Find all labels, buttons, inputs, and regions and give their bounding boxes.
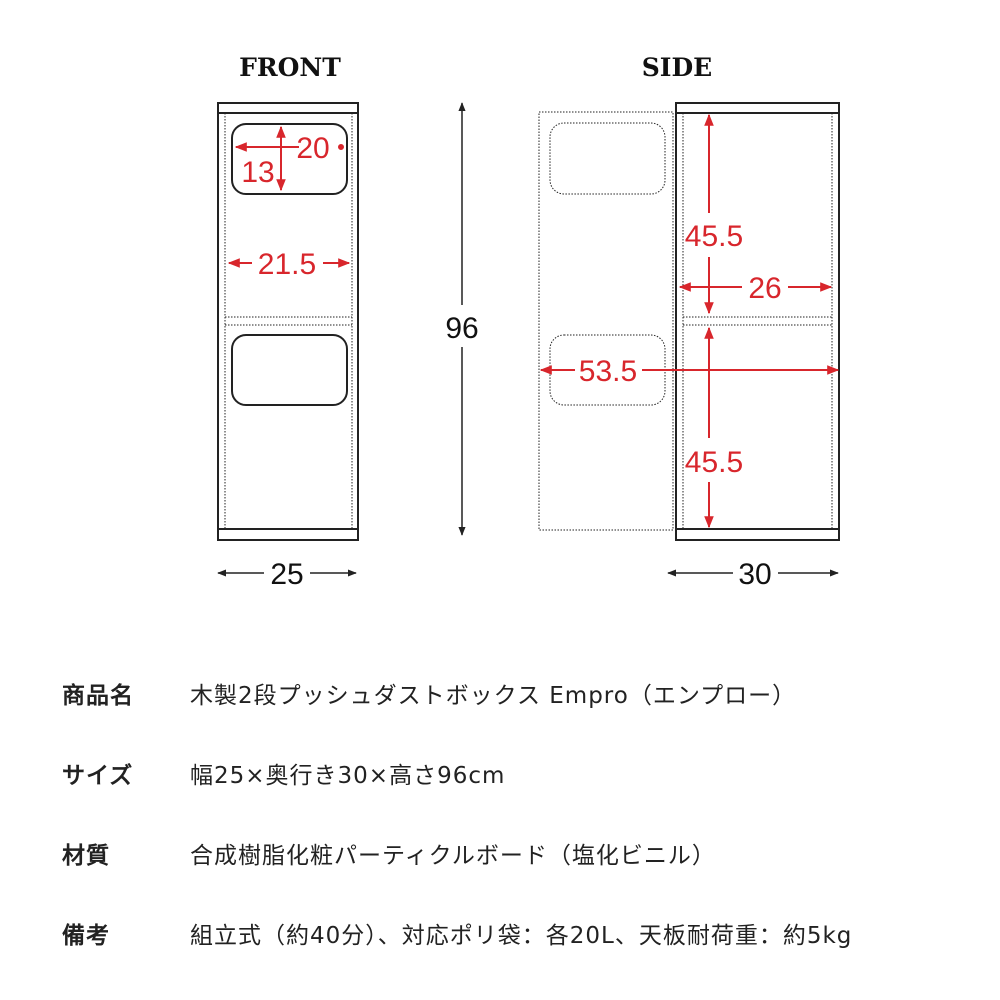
spec-row-material: 材質 合成樹脂化粧パーティクルボード（塩化ビニル） [62,836,716,870]
spec-value: 木製2段プッシュダストボックス Empro（エンプロー） [190,683,797,709]
upper-opening [231,123,348,195]
side-dimensions [539,113,840,529]
inner-depth-label: 26 [748,272,781,305]
spec-value: 幅25×奥行き30×高さ96cm [190,763,506,789]
front-title: FRONT [239,53,341,82]
dimension-diagram: FRONT SIDE 20 13 21.5 96 [217,53,840,591]
opening-width-label: 20 [296,132,329,165]
upper-height-label: 45.5 [685,220,743,253]
spec-label: 商品名 [62,683,134,709]
side-title: SIDE [642,53,712,82]
spec-row-size: サイズ 幅25×奥行き30×高さ96cm [62,756,505,790]
depth-label: 30 [738,558,771,591]
front-dimensions [227,125,351,268]
spec-label: 備考 [62,923,110,949]
open-door-outline [538,111,674,531]
width-label: 25 [270,558,303,591]
front-view [217,102,359,541]
spec-label: 材質 [62,843,110,869]
spec-value: 合成樹脂化粧パーティクルボード（塩化ビニル） [190,843,716,869]
spec-row-name: 商品名 木製2段プッシュダストボックス Empro（エンプロー） [62,676,796,710]
open-depth-label: 53.5 [579,355,637,388]
opening-height-label: 13 [241,156,274,189]
lower-opening [231,334,348,406]
spec-label: サイズ [62,763,134,789]
spec-row-notes: 備考 組立式（約40分）、対応ポリ袋：各20L、天板耐荷重：約5kg [62,916,852,950]
height-label: 96 [445,312,478,345]
side-view [538,102,840,541]
inner-width-label: 21.5 [258,248,316,281]
lower-height-label: 45.5 [685,446,743,479]
spec-value: 組立式（約40分）、対応ポリ袋：各20L、天板耐荷重：約5kg [190,923,853,949]
